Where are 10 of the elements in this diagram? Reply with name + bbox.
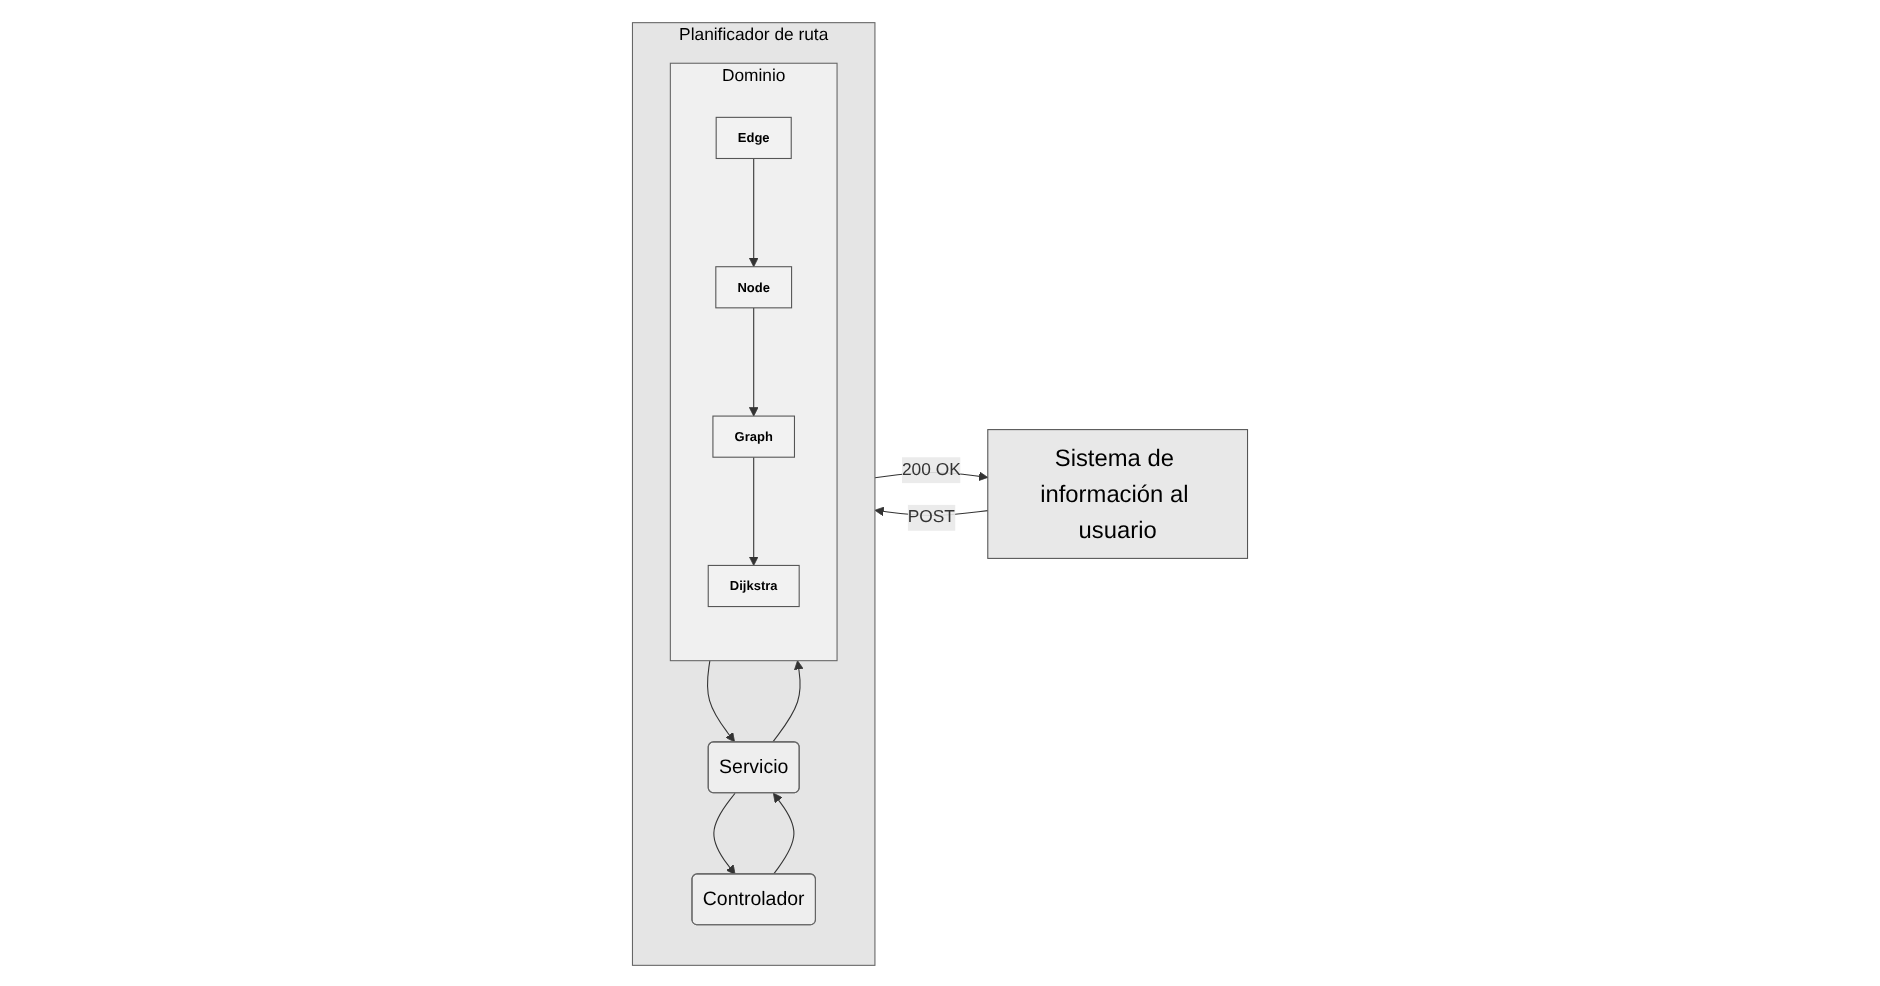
arrow <box>772 791 795 874</box>
arrow <box>706 659 735 742</box>
arrow <box>748 455 759 565</box>
arrow <box>748 306 759 416</box>
arrow <box>748 156 759 267</box>
edge-label: 200 OK <box>901 459 961 478</box>
arrow <box>713 791 736 874</box>
edge-label: POST <box>907 507 955 526</box>
arrow <box>772 659 804 742</box>
node-box: Sistema de información al usuario <box>987 428 1249 558</box>
